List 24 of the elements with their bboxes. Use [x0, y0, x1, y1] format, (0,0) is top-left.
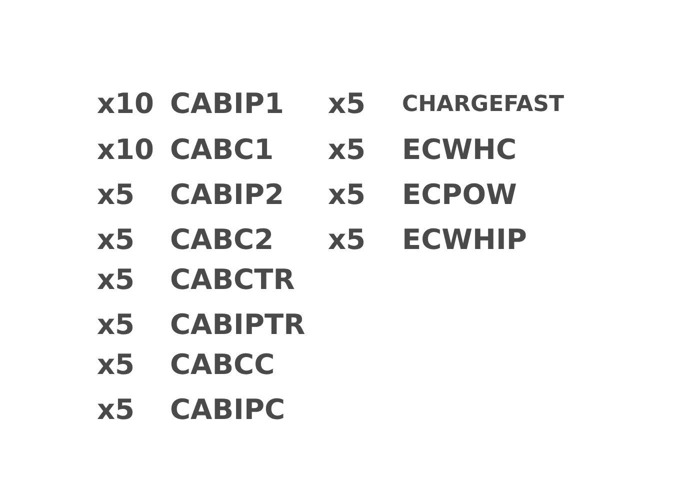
- quantity-label: x5: [328, 181, 366, 209]
- quantity-label: x5: [97, 181, 135, 209]
- item-code: CABIPC: [170, 396, 286, 424]
- item-code: ECWHIP: [402, 226, 527, 254]
- item-code: CABCTR: [170, 266, 295, 294]
- quantity-label: x5: [97, 311, 135, 339]
- item-code: CABIPTR: [170, 311, 306, 339]
- quantity-label: x10: [97, 136, 154, 164]
- item-code: CHARGEFAST: [402, 94, 564, 116]
- item-code: ECPOW: [402, 181, 517, 209]
- item-code: CABIP1: [170, 90, 284, 118]
- item-code: CABIP2: [170, 181, 284, 209]
- quantity-label: x5: [328, 136, 366, 164]
- quantity-label: x5: [97, 266, 135, 294]
- item-code: CABC2: [170, 226, 274, 254]
- item-code: CABCC: [170, 351, 275, 379]
- item-code: CABC1: [170, 136, 274, 164]
- quantity-label: x5: [97, 351, 135, 379]
- item-code: ECWHC: [402, 136, 517, 164]
- quantity-label: x5: [328, 226, 366, 254]
- quantity-label: x5: [97, 226, 135, 254]
- quantity-label: x5: [97, 396, 135, 424]
- quantity-label: x5: [328, 90, 366, 118]
- quantity-label: x10: [97, 90, 154, 118]
